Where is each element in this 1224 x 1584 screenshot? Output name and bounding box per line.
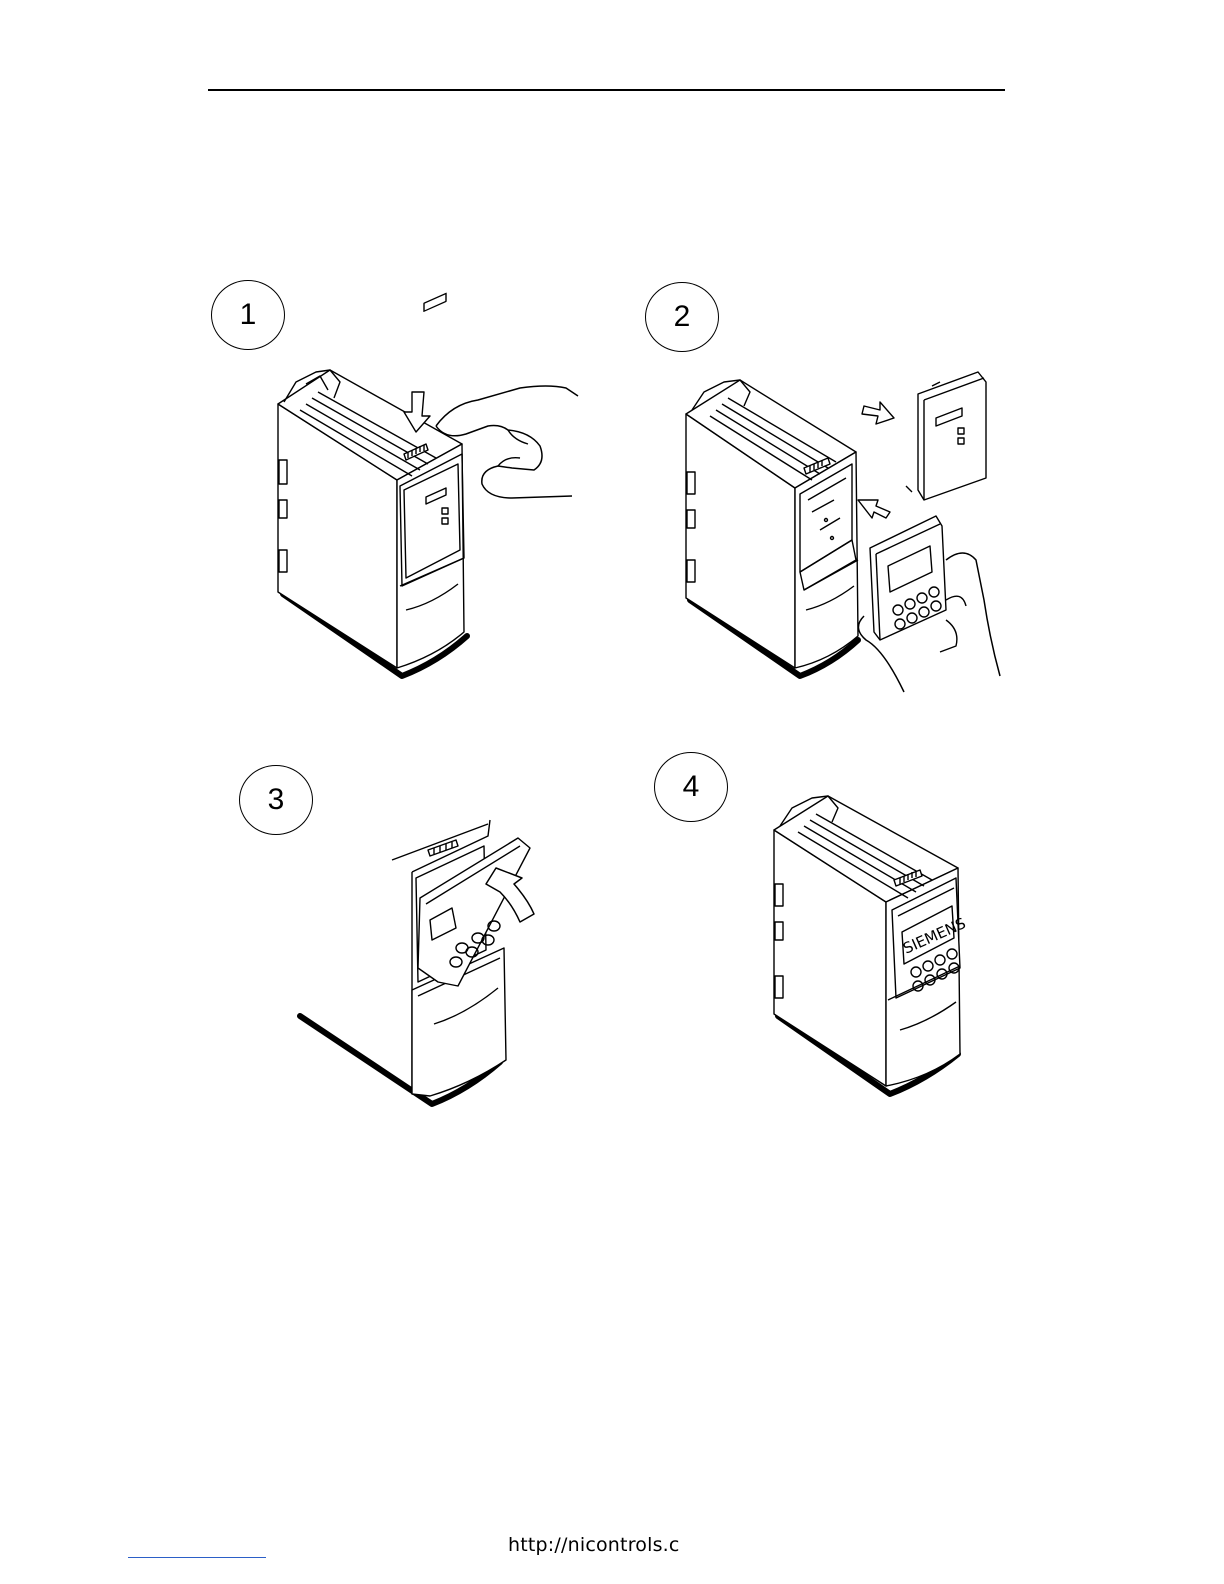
footer-url[interactable]: http://nicontrols.c	[508, 1534, 680, 1556]
footer-link-underline	[128, 1557, 266, 1558]
